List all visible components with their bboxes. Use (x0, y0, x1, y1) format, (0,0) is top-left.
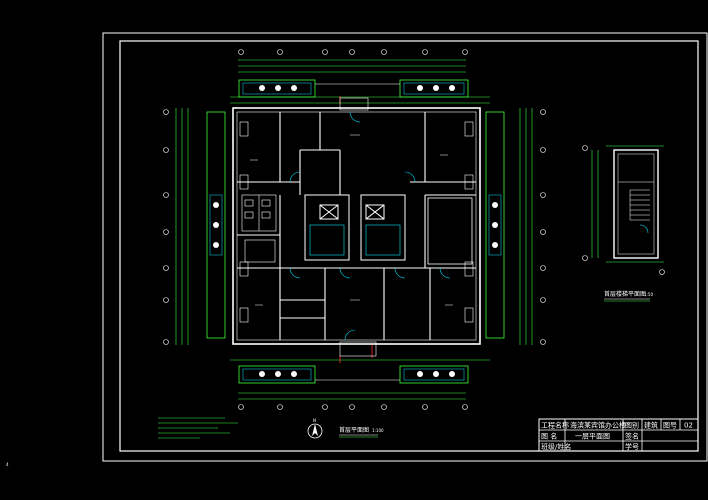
door-swings (289, 111, 451, 341)
left-dimension-lines (175, 108, 189, 345)
title-student-id-label: 学号 (625, 442, 639, 451)
right-dimension-lines (519, 108, 533, 345)
main-plan-scale: 1:100 (372, 428, 384, 433)
interior-walls (237, 112, 476, 340)
top-planter-band (238, 79, 469, 98)
section-marks (339, 96, 373, 363)
right-planter-band (485, 111, 505, 339)
stair-plan-caption: 首层楼梯平面图 (604, 290, 646, 298)
outer-sheet-border (102, 32, 708, 462)
top-dimension-lines (230, 59, 490, 104)
title-signature-label: 签名 (625, 432, 639, 441)
title-category-label: 图别 (625, 421, 639, 430)
main-floor-plan (163, 49, 546, 410)
toilet-rooms (241, 194, 277, 263)
title-class-label: 班级/姓名 (541, 442, 571, 451)
top-grid-bubbles (238, 49, 468, 55)
main-plan-caption: 首层平面图 (339, 426, 369, 434)
bottom-planter-band (238, 365, 469, 384)
stair-plan-scale: 1:50 (644, 292, 653, 297)
title-drawing-name-label: 图 名 (541, 432, 557, 441)
right-lobby-room (427, 197, 473, 265)
left-planter-band (206, 111, 226, 339)
margin-mark: 4 (6, 462, 9, 467)
title-project-label: 工程名称 (541, 421, 569, 430)
top-entrance (339, 97, 369, 111)
window-symbols (239, 121, 474, 323)
room-tags (250, 134, 453, 306)
core-elevators (304, 194, 406, 261)
left-grid-bubbles (163, 109, 169, 345)
title-sheet-no-label: 图号 (663, 422, 677, 430)
north-arrow-label: N (313, 418, 316, 423)
title-block (538, 418, 699, 452)
bottom-grid-bubbles (238, 404, 468, 410)
notes-block (158, 417, 238, 439)
title-project-value: 海滨某宾馆办公楼 (570, 421, 626, 430)
north-arrow-symbol (307, 423, 323, 439)
exterior-wall (232, 107, 481, 345)
title-category-value: 建筑 (644, 421, 658, 430)
bottom-dimension-lines (230, 359, 490, 400)
title-drawing-name-value: 一层平面图 (575, 433, 610, 441)
right-grid-bubbles (540, 109, 546, 345)
inner-sheet-border (119, 40, 699, 452)
entrance-steps (339, 341, 377, 357)
stair-detail-plan (582, 145, 665, 275)
title-sheet-no-value: 02 (684, 422, 693, 430)
exterior-wall-inner (236, 111, 477, 341)
